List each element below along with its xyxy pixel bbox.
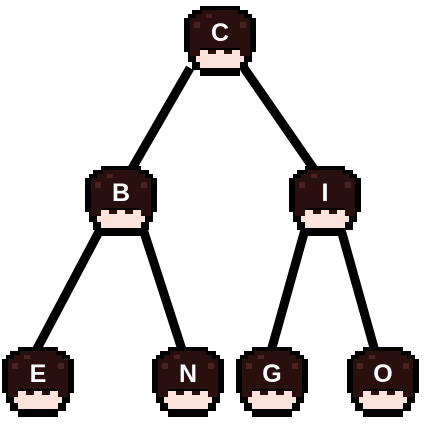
- node-label-i: I: [321, 179, 329, 207]
- node-label-g: G: [262, 360, 282, 388]
- node-b: B: [83, 164, 159, 240]
- head-icon: [152, 347, 224, 417]
- node-c: C: [182, 4, 258, 80]
- node-i: I: [287, 164, 363, 240]
- node-g: G: [234, 345, 310, 421]
- node-label-o: O: [373, 360, 393, 388]
- head-icon: [184, 6, 256, 76]
- edge-i-g: [263, 224, 311, 364]
- node-label-n: N: [178, 360, 198, 388]
- node-label-c: C: [210, 19, 230, 47]
- edge-b-n: [137, 224, 191, 364]
- head-icon: [236, 347, 308, 417]
- node-o: O: [345, 345, 421, 421]
- node-label-b: B: [111, 179, 131, 207]
- edge-i-o: [335, 224, 383, 364]
- head-icon: [2, 347, 74, 417]
- edge-c-i: [240, 65, 320, 175]
- node-label-e: E: [29, 360, 47, 388]
- node-e: E: [0, 345, 76, 421]
- edge-b-e: [26, 223, 106, 365]
- node-n: N: [150, 345, 226, 421]
- edge-c-b: [126, 65, 194, 175]
- head-icon: [289, 166, 361, 236]
- head-icon: [85, 166, 157, 236]
- head-icon: [347, 347, 419, 417]
